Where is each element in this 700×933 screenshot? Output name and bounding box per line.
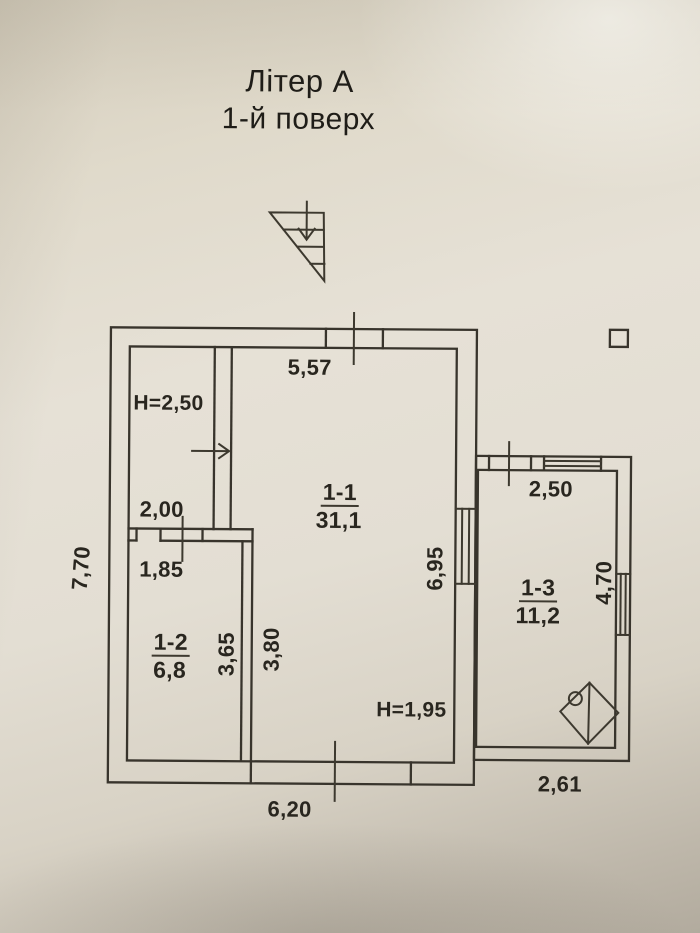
room-1-1-area: 31,1 xyxy=(316,507,362,533)
room-1-2-number: 1-2 xyxy=(154,629,188,655)
legend-square-icon xyxy=(608,328,630,349)
dim-room11-depth-label: 3,80 xyxy=(259,627,284,671)
dim-room12-wall-label: 1,85 xyxy=(139,557,183,582)
interior-walls xyxy=(127,345,254,762)
room-1-3-number: 1-3 xyxy=(521,574,555,600)
stairs-icon xyxy=(267,200,326,284)
dim-room11-right-label: 6,95 xyxy=(422,546,447,590)
page-title-floor: 1-й поверх xyxy=(222,102,376,136)
dim-room12-depth-label: 3,65 xyxy=(214,632,239,676)
dim-bottom-wall-label: 6,20 xyxy=(268,796,312,821)
page-title-building: Літер А xyxy=(245,63,354,99)
door-direction-arrow-icon xyxy=(191,442,231,460)
dim-hall-height-label: H=2,50 xyxy=(133,391,203,414)
room-labels: 1-1 31,1 1-2 6,8 1-3 11,2 xyxy=(151,479,561,683)
dim-annex-right-label: 4,70 xyxy=(591,561,616,605)
room-1-3-area: 11,2 xyxy=(516,602,561,628)
dim-left-side-label: 7,70 xyxy=(67,545,95,591)
room-1-1-number: 1-1 xyxy=(323,479,357,505)
dim-annex-bottom-label: 2,61 xyxy=(538,771,582,796)
dim-annex-top-label: 2,50 xyxy=(529,476,573,501)
sink-icon xyxy=(558,681,620,746)
room-1-2-area: 6,8 xyxy=(153,657,186,683)
window-symbols xyxy=(454,459,632,636)
dim-room11-height-label: H=1,95 xyxy=(376,698,446,721)
dim-hall-width-label: 2,00 xyxy=(140,497,184,522)
dimension-ticks xyxy=(181,312,511,802)
dim-top-wall-label: 5,57 xyxy=(288,355,332,380)
dimension-labels: 5,57 H=2,50 2,00 1,85 7,70 3,65 3,80 6,9… xyxy=(67,355,617,822)
annex-walls xyxy=(472,454,633,763)
